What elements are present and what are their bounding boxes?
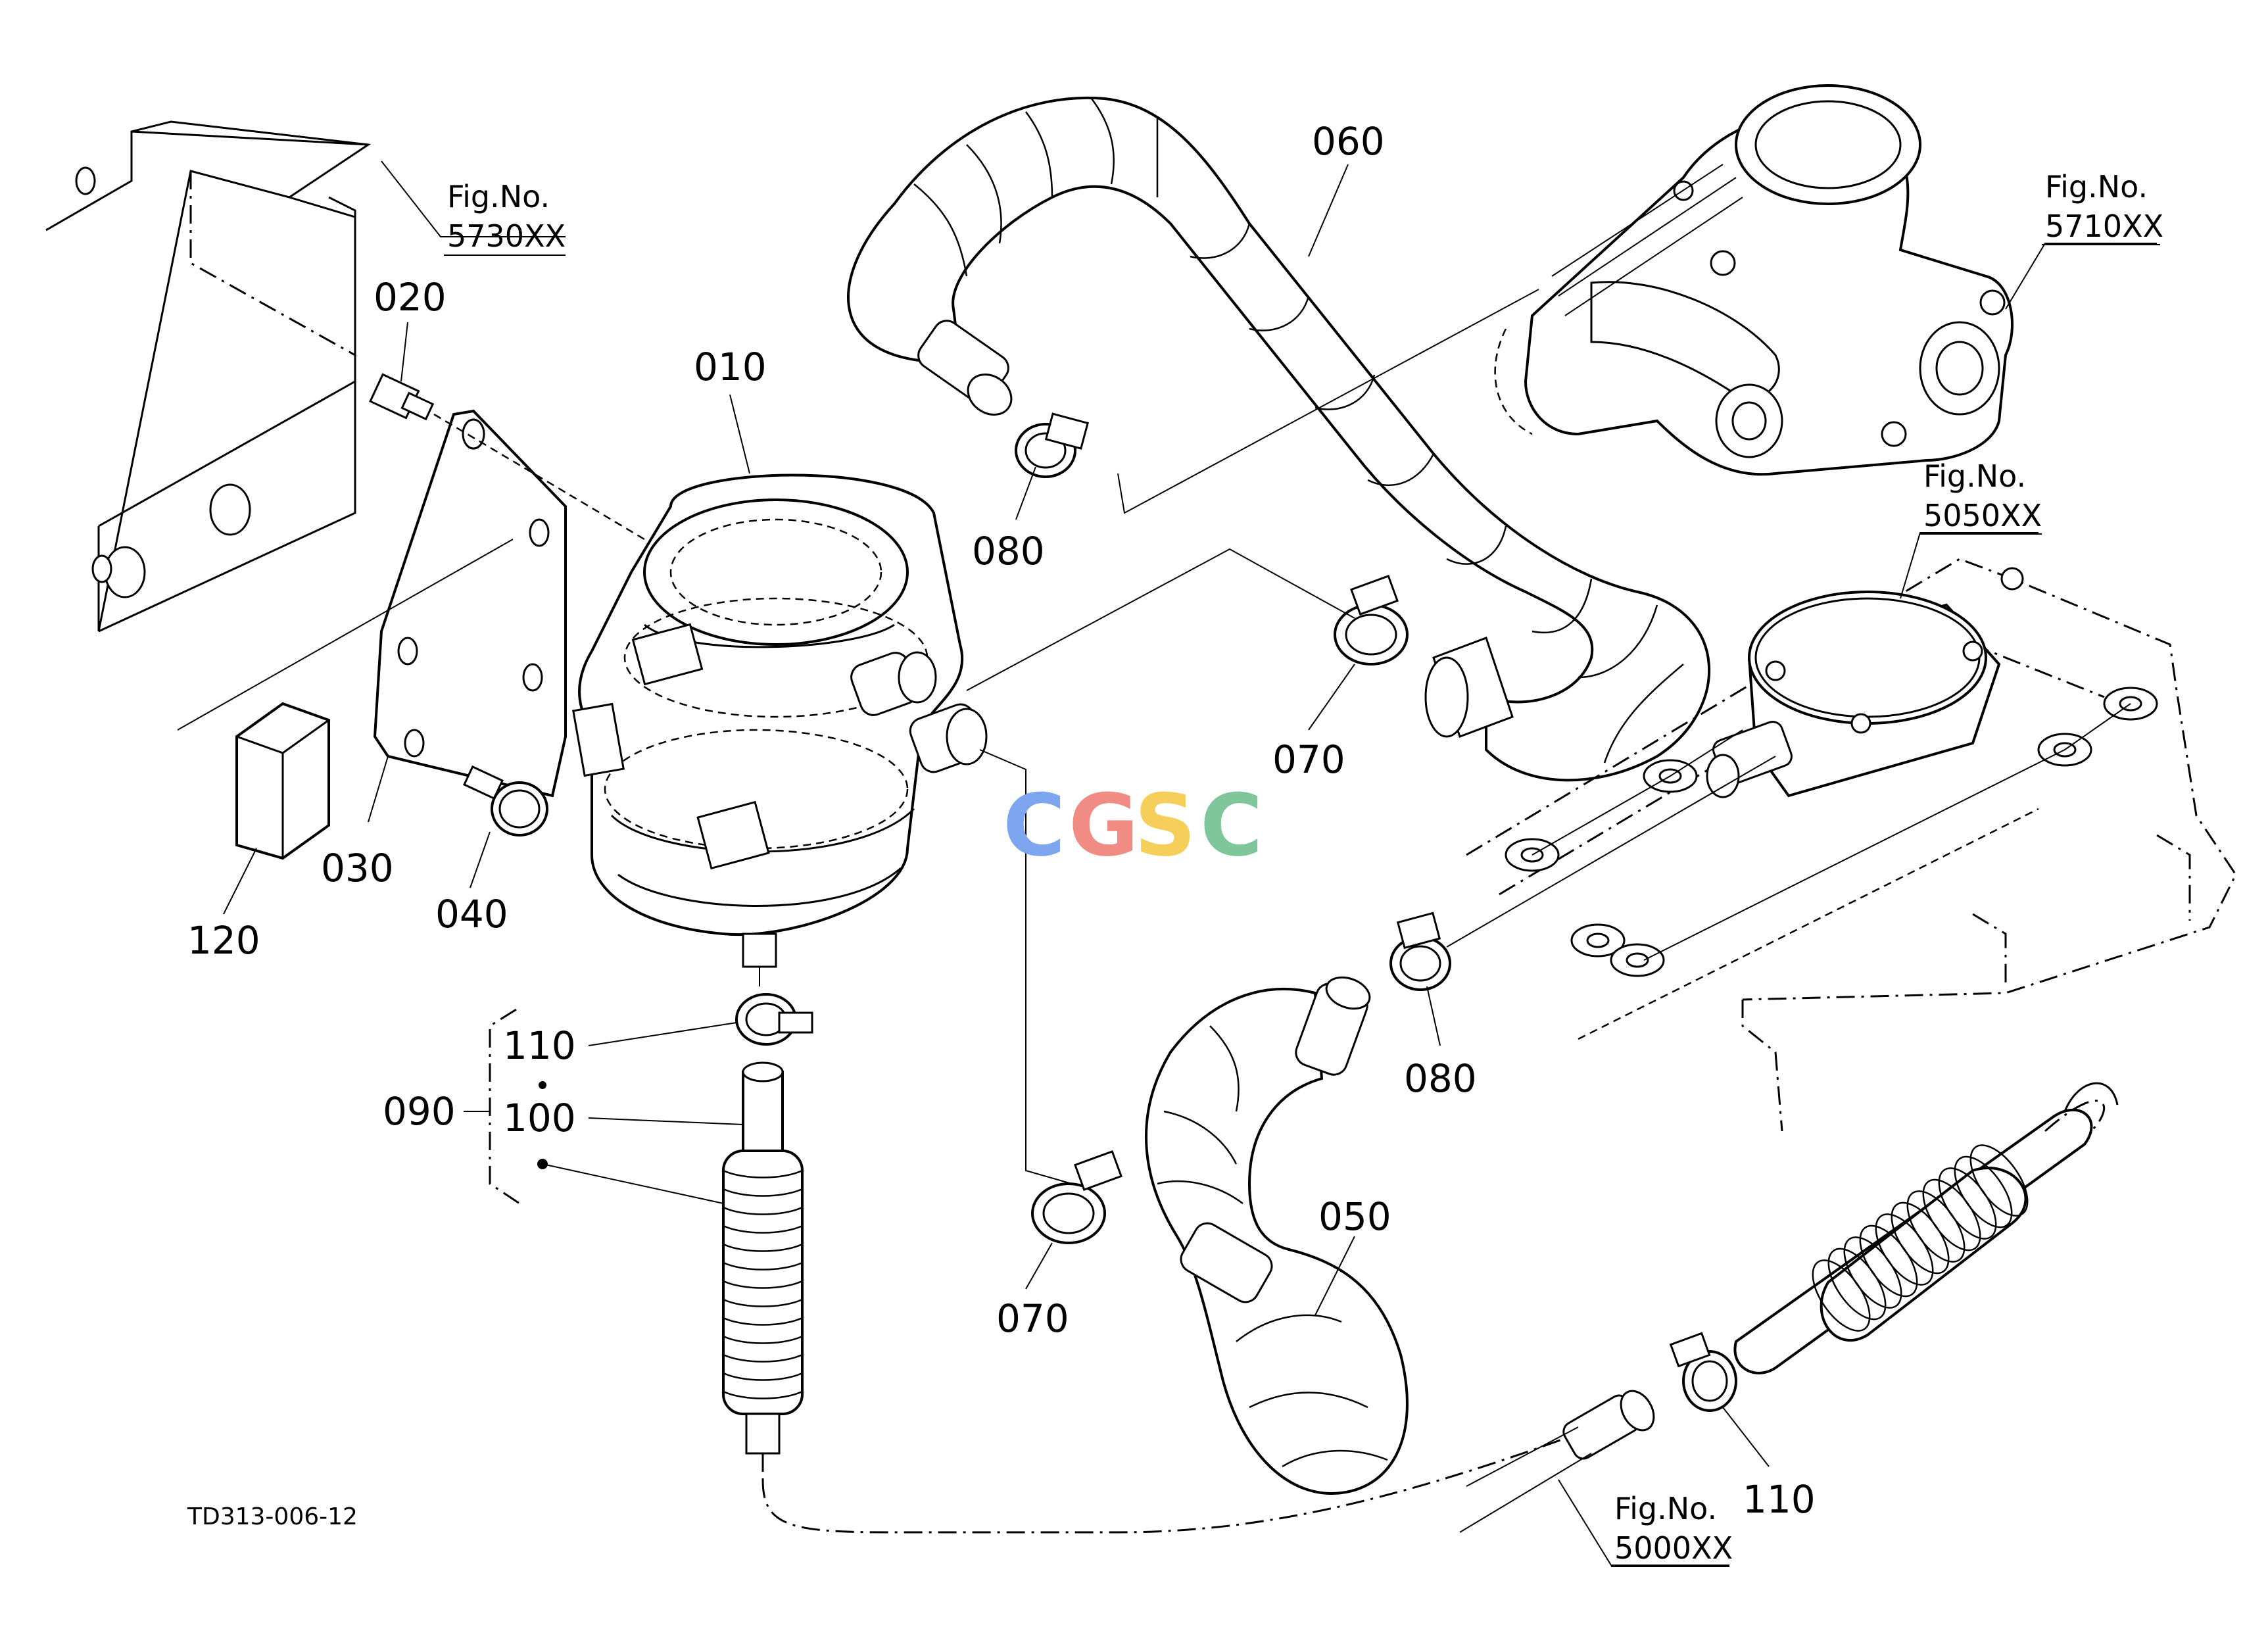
label-110-right: 110 bbox=[1743, 1477, 1816, 1522]
drain-hose-right bbox=[1459, 1082, 2119, 1533]
clamp-070-lower bbox=[1031, 1150, 1122, 1244]
fig-ref-5710: Fig.No. 5710XX bbox=[2042, 169, 2163, 245]
hose-060 bbox=[847, 97, 1711, 782]
clamp-070-upper bbox=[1334, 575, 1409, 666]
intake-body bbox=[1494, 84, 2014, 476]
bellows-rib bbox=[723, 1298, 803, 1307]
label-070-upper: 070 bbox=[1272, 737, 1345, 782]
drain-hose-100 bbox=[722, 1061, 1579, 1534]
separator-010 bbox=[572, 473, 988, 986]
label-030: 030 bbox=[321, 846, 394, 890]
label-120: 120 bbox=[187, 918, 260, 963]
label-010: 010 bbox=[694, 345, 767, 389]
watermark-letter: G bbox=[1069, 775, 1139, 875]
fig-ref-5000: Fig.No. 5000XX bbox=[1611, 1491, 1733, 1567]
watermark-letter: C bbox=[1003, 775, 1065, 875]
bellows-rib bbox=[723, 1225, 803, 1234]
bellows-rib bbox=[723, 1280, 803, 1289]
bellows-rib bbox=[723, 1317, 803, 1326]
leader-lines bbox=[223, 160, 2157, 1566]
label-020: 020 bbox=[374, 275, 446, 320]
bellows-rib bbox=[723, 1169, 803, 1178]
bellows-rib bbox=[723, 1261, 803, 1271]
watermark-letter: S bbox=[1134, 775, 1196, 875]
label-080-top: 080 bbox=[972, 529, 1045, 573]
watermark-letter: C bbox=[1200, 775, 1263, 875]
clamp-080-lower bbox=[1389, 911, 1451, 991]
bolt-020 bbox=[369, 373, 645, 541]
fig-ref-5710-label: Fig.No. bbox=[2045, 169, 2148, 205]
clamp-080-top bbox=[1015, 412, 1089, 478]
label-090: 090 bbox=[383, 1089, 456, 1134]
fig-ref-5730-number: 5730XX bbox=[447, 218, 566, 254]
bellows-rib bbox=[1969, 1144, 2029, 1217]
label-070-lower: 070 bbox=[996, 1296, 1069, 1341]
label-060: 060 bbox=[1312, 119, 1385, 164]
bolt-040 bbox=[463, 765, 548, 837]
fig-ref-5050-label: Fig.No. bbox=[1923, 458, 2026, 494]
fig-ref-5050-number: 5050XX bbox=[1923, 498, 2042, 533]
fig-ref-5000-number: 5000XX bbox=[1614, 1530, 1733, 1566]
block-120 bbox=[177, 539, 514, 860]
frame-bracket bbox=[45, 120, 372, 633]
label-040: 040 bbox=[435, 892, 508, 936]
fig-ref-5730-label: Fig.No. bbox=[447, 179, 550, 214]
bellows-rib bbox=[1954, 1155, 2013, 1228]
fig-ref-5730: Fig.No. 5730XX bbox=[444, 179, 566, 256]
bellows-rib bbox=[723, 1243, 803, 1252]
head-cover bbox=[1466, 558, 2237, 1132]
label-080-lower: 080 bbox=[1404, 1056, 1477, 1101]
drawing-code: TD313-006-12 bbox=[187, 1503, 358, 1530]
bellows-rib bbox=[723, 1206, 803, 1215]
bellows-rib bbox=[723, 1335, 803, 1344]
fig-ref-5710-number: 5710XX bbox=[2045, 208, 2163, 244]
clamp-110-top bbox=[735, 993, 813, 1046]
fig-ref-5050: Fig.No. 5050XX bbox=[1920, 458, 2042, 535]
hose-050 bbox=[1145, 976, 1409, 1495]
bellows-rib bbox=[723, 1353, 803, 1363]
clamp-110-right bbox=[1669, 1332, 1737, 1412]
label-110-top: 110 bbox=[503, 1023, 576, 1068]
label-050: 050 bbox=[1318, 1194, 1391, 1239]
bellows-rib bbox=[723, 1372, 803, 1381]
plate-gasket bbox=[373, 409, 567, 798]
bellows-rib bbox=[723, 1390, 803, 1399]
label-100: 100 bbox=[503, 1096, 576, 1140]
bellows-rib bbox=[723, 1188, 803, 1197]
fig-ref-5000-label: Fig.No. bbox=[1614, 1491, 1717, 1526]
